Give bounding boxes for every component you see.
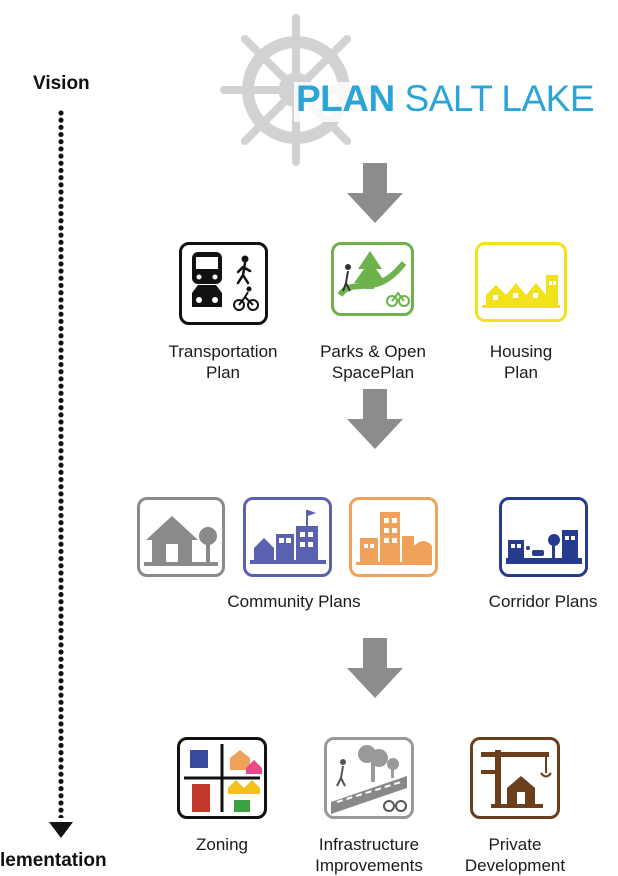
community-downtown-card [349, 497, 438, 577]
private-development-caption-line: Private Development [464, 835, 566, 875]
infrastructure-caption-line: Infrastructure Improvements [315, 835, 423, 875]
parks-open-space-icon [337, 251, 410, 307]
dotted-timeline [58, 110, 64, 818]
corridor-plans-caption: Corridor Plans [488, 592, 598, 611]
zoning-caption: Zoning [162, 834, 282, 855]
logo-bold: PLAN [296, 78, 395, 119]
zoning-card [177, 737, 267, 819]
infrastructure-icon [331, 745, 407, 814]
parks-caption-line: Parks & Open SpacePlan [320, 342, 426, 382]
housing-card [475, 242, 567, 322]
infrastructure-card [324, 737, 414, 819]
corridor-icon [506, 530, 582, 564]
vision-label: Vision [33, 73, 90, 94]
transportation-card [179, 242, 268, 325]
community-plans-caption: Community Plans [227, 592, 361, 611]
down-arrow-icon [347, 389, 403, 449]
housing-icon [482, 275, 560, 308]
ships-wheel-icon [220, 14, 374, 166]
zoning-icon [184, 744, 262, 812]
private-development-caption: Private Development [440, 834, 590, 876]
downtown-icon [356, 512, 432, 565]
corridor-card [499, 497, 588, 577]
transportation-caption: Transportation Plan [148, 341, 298, 383]
transportation-icon [192, 252, 259, 311]
construction-crane-icon [481, 750, 552, 808]
neighborhood-icon [250, 510, 326, 564]
housing-caption-line: Housing Plan [489, 342, 553, 382]
community-house-card [137, 497, 225, 577]
private-development-card [470, 737, 560, 819]
housing-caption: Housing Plan [446, 341, 596, 383]
down-triangle-icon [49, 822, 73, 838]
house-icon [144, 516, 218, 566]
logo-light: SALT LAKE [394, 78, 595, 119]
parks-caption: Parks & Open SpacePlan [298, 341, 448, 383]
zoning-caption-line: Zoning [196, 835, 248, 854]
transportation-caption-line: Transportation Plan [168, 342, 278, 382]
down-arrow-icon [347, 163, 403, 223]
infrastructure-caption: Infrastructure Improvements [294, 834, 444, 876]
plan-salt-lake-logo: PLAN SALT LAKE [296, 78, 595, 120]
implementation-label: lementation [0, 850, 107, 871]
parks-card [331, 242, 414, 316]
down-arrow-icon [347, 638, 403, 698]
community-neighborhood-card [243, 497, 332, 577]
